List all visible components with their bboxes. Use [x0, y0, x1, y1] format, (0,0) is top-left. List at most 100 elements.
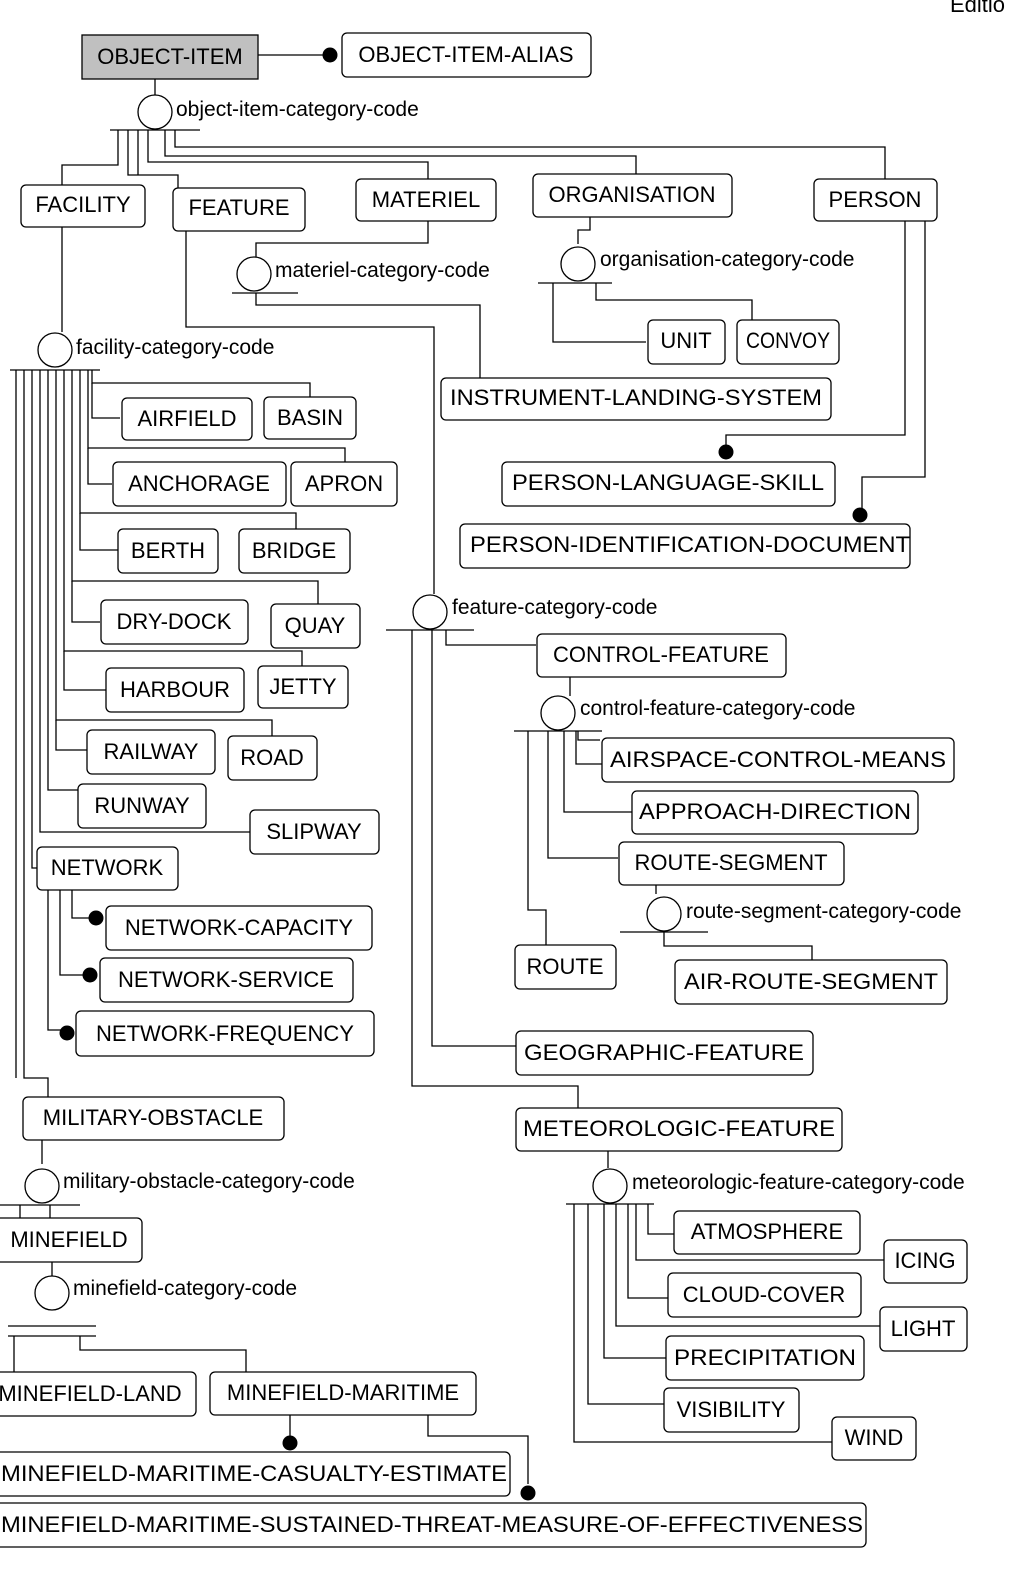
entity-network-frequency[interactable]: NETWORK-FREQUENCY — [75, 1010, 375, 1057]
entity-airspace-control-means[interactable]: AIRSPACE-CONTROL-MEANS — [601, 737, 955, 783]
entity-label: MATERIEL — [372, 187, 480, 212]
entity-slipway[interactable]: SLIPWAY — [249, 809, 380, 855]
entity-geographic-feature[interactable]: GEOGRAPHIC-FEATURE — [515, 1030, 814, 1076]
entity-label: GEOGRAPHIC-FEATURE — [524, 1040, 804, 1065]
entity-organisation[interactable]: ORGANISATION — [532, 173, 733, 218]
entity-network-capacity[interactable]: NETWORK-CAPACITY — [105, 905, 373, 951]
entity-person[interactable]: PERSON — [813, 178, 938, 222]
entity-label: RAILWAY — [104, 739, 199, 764]
entity-minefield[interactable]: MINEFIELD — [0, 1217, 143, 1263]
category-circle — [540, 695, 576, 731]
minefield-category-code-label: minefield-category-code — [73, 1277, 297, 1300]
entity-bridge[interactable]: BRIDGE — [238, 528, 351, 574]
entity-atmosphere[interactable]: ATMOSPHERE — [673, 1210, 861, 1255]
entity-label: PERSON — [829, 187, 922, 212]
entity-label: NETWORK-FREQUENCY — [96, 1021, 354, 1046]
entity-label: SLIPWAY — [266, 819, 362, 844]
entity-berth[interactable]: BERTH — [117, 528, 219, 574]
entity-label: OBJECT-ITEM-ALIAS — [358, 42, 573, 67]
relationship-dots — [59, 47, 868, 1501]
category-circle — [24, 1168, 60, 1204]
entity-label: ROUTE — [527, 954, 604, 979]
entity-air-route-segment[interactable]: AIR-ROUTE-SEGMENT — [674, 959, 948, 1005]
entity-network-service[interactable]: NETWORK-SERVICE — [99, 957, 354, 1003]
entity-label: QUAY — [285, 613, 346, 638]
entity-label: VISIBILITY — [677, 1397, 786, 1422]
entity-label: ATMOSPHERE — [691, 1219, 843, 1244]
entity-materiel[interactable]: MATERIEL — [355, 178, 497, 222]
entity-person-language-skill[interactable]: PERSON-LANGUAGE-SKILL — [501, 461, 836, 507]
category-circle — [34, 1275, 70, 1311]
entity-light[interactable]: LIGHT — [879, 1306, 968, 1352]
entity-visibility[interactable]: VISIBILITY — [663, 1387, 800, 1433]
entity-minefield-maritime[interactable]: MINEFIELD-MARITIME — [209, 1371, 477, 1416]
entities: OBJECT-ITEM OBJECT-ITEM-ALIAS FACILITY F… — [0, 32, 968, 1548]
entity-label: APPROACH-DIRECTION — [639, 799, 911, 824]
military-obstacle-category-code-label: military-obstacle-category-code — [63, 1170, 355, 1193]
category-circle — [137, 94, 173, 130]
entity-feature[interactable]: FEATURE — [172, 187, 306, 232]
entity-label: CONTROL-FEATURE — [553, 642, 769, 667]
entity-object-item-alias[interactable]: OBJECT-ITEM-ALIAS — [341, 32, 592, 78]
entity-unit[interactable]: UNIT — [647, 319, 726, 365]
feature-category-code-label: feature-category-code — [452, 596, 657, 619]
entity-road[interactable]: ROAD — [227, 735, 318, 781]
entity-airfield[interactable]: AIRFIELD — [121, 397, 253, 441]
meteorologic-feature-category-code-label: meteorologic-feature-category-code — [632, 1171, 965, 1194]
entity-basin[interactable]: BASIN — [263, 396, 357, 440]
entity-label: ANCHORAGE — [128, 471, 270, 496]
entity-runway[interactable]: RUNWAY — [77, 783, 207, 829]
entity-dry-dock[interactable]: DRY-DOCK — [100, 599, 249, 645]
relationship-dot — [520, 1485, 536, 1501]
entity-icing[interactable]: ICING — [883, 1239, 968, 1284]
entity-meteorologic-feature[interactable]: METEOROLOGIC-FEATURE — [515, 1107, 843, 1152]
relationship-dot — [82, 967, 98, 983]
relationship-dot — [88, 910, 104, 926]
entity-quay[interactable]: QUAY — [270, 603, 361, 649]
entity-apron[interactable]: APRON — [290, 461, 398, 507]
entity-control-feature[interactable]: CONTROL-FEATURE — [536, 633, 787, 678]
entity-approach-direction[interactable]: APPROACH-DIRECTION — [631, 790, 919, 835]
entity-object-item[interactable]: OBJECT-ITEM — [81, 34, 259, 80]
entity-railway[interactable]: RAILWAY — [86, 729, 216, 775]
category-circle — [560, 246, 596, 282]
entity-label: ROUTE-SEGMENT — [634, 850, 827, 875]
relationship-dot — [718, 444, 734, 460]
entity-label: NETWORK-CAPACITY — [125, 915, 353, 940]
entity-label: MINEFIELD-MARITIME-SUSTAINED-THREAT-MEAS… — [1, 1512, 863, 1537]
entity-jetty[interactable]: JETTY — [257, 665, 349, 709]
entity-convoy[interactable]: CONVOY — [736, 319, 840, 365]
route-segment-category-code-label: route-segment-category-code — [686, 900, 961, 923]
entity-wind[interactable]: WIND — [831, 1416, 917, 1461]
materiel-category-code-label: materiel-category-code — [275, 259, 490, 282]
entity-minefield-land[interactable]: MINEFIELD-LAND — [0, 1371, 197, 1417]
entity-route[interactable]: ROUTE — [514, 944, 617, 990]
entity-label: OBJECT-ITEM — [97, 44, 242, 69]
entity-label: PRECIPITATION — [674, 1345, 856, 1370]
entity-minefield-maritime-casualty-estimate[interactable]: MINEFIELD-MARITIME-CASUALTY-ESTIMATE — [0, 1451, 511, 1497]
entity-cloud-cover[interactable]: CLOUD-COVER — [667, 1272, 862, 1318]
entity-label: METEOROLOGIC-FEATURE — [523, 1116, 835, 1141]
relationship-dot — [852, 507, 868, 523]
entity-military-obstacle[interactable]: MILITARY-OBSTACLE — [22, 1096, 285, 1141]
category-circle — [646, 896, 682, 932]
entity-anchorage[interactable]: ANCHORAGE — [112, 461, 287, 507]
relationship-dot — [282, 1435, 298, 1451]
category-circle — [236, 256, 272, 292]
entity-instrument-landing-system[interactable]: INSTRUMENT-LANDING-SYSTEM — [440, 377, 832, 421]
entity-precipitation[interactable]: PRECIPITATION — [665, 1335, 865, 1381]
entity-label: BASIN — [277, 405, 343, 430]
entity-harbour[interactable]: HARBOUR — [105, 667, 245, 713]
entity-label: MINEFIELD-MARITIME-CASUALTY-ESTIMATE — [1, 1461, 507, 1486]
entity-route-segment[interactable]: ROUTE-SEGMENT — [618, 841, 845, 886]
entity-minefield-maritime-stme[interactable]: MINEFIELD-MARITIME-SUSTAINED-THREAT-MEAS… — [0, 1502, 867, 1548]
entity-facility[interactable]: FACILITY — [20, 184, 146, 228]
entity-label: MINEFIELD-LAND — [0, 1381, 182, 1406]
entity-label: AIRFIELD — [137, 406, 236, 431]
entity-label: FEATURE — [188, 195, 289, 220]
entity-person-identification-document[interactable]: PERSON-IDENTIFICATION-DOCUMENT — [459, 523, 911, 569]
entity-network[interactable]: NETWORK — [36, 846, 179, 891]
entity-label: HARBOUR — [120, 677, 230, 702]
connectors — [0, 54, 926, 1484]
discriminators: object-item-category-code materiel-categ… — [24, 94, 965, 1311]
